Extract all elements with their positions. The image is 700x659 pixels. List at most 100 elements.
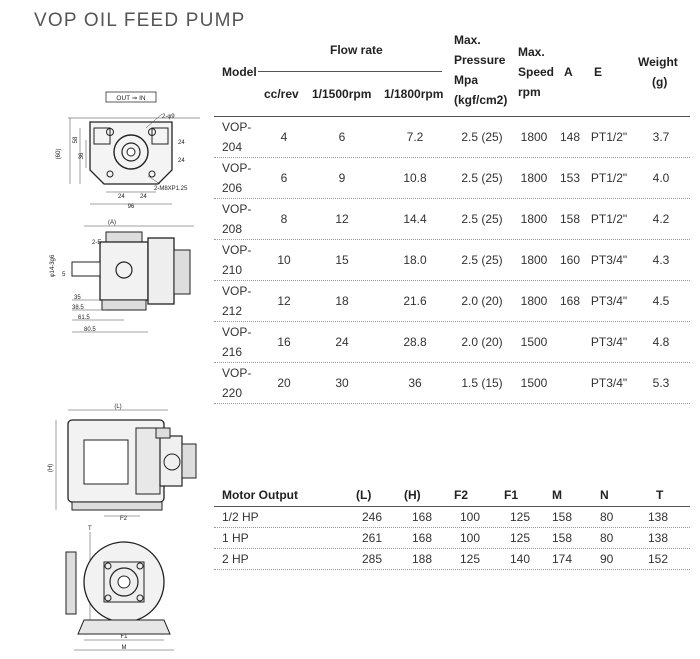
out-in-label: OUT ⇒ IN [116,95,145,102]
cell-l: 261 [362,531,383,545]
cell-cc-rev: 20 [277,376,291,390]
cell-1800rpm: 21.6 [403,294,427,308]
cell-cc-rev: 8 [280,212,288,226]
cell-a: 148 [559,130,581,144]
cell-1500rpm: 24 [335,335,349,349]
cell-n: 90 [600,552,614,566]
dim-615-label: 61.5 [78,315,90,321]
dim-l-label: (L) [114,404,121,410]
cell-t: 138 [648,510,669,524]
model-prefix: VOP- [222,325,252,339]
dim-5-label: 5 [62,272,66,278]
dim-96-label: 96 [128,204,135,208]
cell-m: 174 [552,552,573,566]
cell-1500rpm: 6 [338,130,346,144]
cell-pressure: 2.0 (20) [461,294,503,308]
pump-spec-table: Model Flow rate cc/rev 1/1500rpm 1/1800r… [214,28,690,404]
dim-58-label: 58 [73,136,79,143]
cell-speed: 1800 [520,294,548,308]
header-weight-2: (g) [652,75,668,89]
cell-a: 158 [559,212,581,226]
model-prefix: VOP- [222,161,252,175]
pump-table-header: Model Flow rate cc/rev 1/1500rpm 1/1800r… [214,28,690,117]
cell-output: 2 HP [222,552,249,566]
pump-side-view-drawing: (A) 2-E φ14-3g6 5 35 38.5 61.5 80.5 [50,220,194,333]
dim-24-bottom-right: 24 [140,194,147,200]
model-number: 216 [222,345,243,359]
cell-1500rpm: 15 [335,253,349,267]
cell-cc-rev: 16 [277,335,291,349]
cell-f2: 100 [460,510,481,524]
cell-speed: 1800 [520,130,548,144]
cell-weight: 4.5 [652,294,670,308]
cell-1500rpm: 9 [338,171,346,185]
cell-t: 138 [648,531,669,545]
motor-row: 1/2 HP 246 168 100 125 158 80 138 [214,507,690,528]
motor-spec-table: Motor Output (L) (H) F2 F1 M N T 1/2 HP … [214,484,690,570]
cell-n: 80 [600,531,614,545]
cell-cc-rev: 10 [277,253,291,267]
cell-1500rpm: 18 [335,294,349,308]
cell-cc-rev: 4 [280,130,288,144]
cell-1800rpm: 18.0 [403,253,427,267]
header-max-pressure-3: Mpa [454,73,478,87]
dim-36-label: 36 [79,152,85,159]
cell-f1: 125 [510,510,531,524]
cell-e: PT3/4" [590,335,628,349]
cell-h: 188 [412,552,433,566]
header-f1: F1 [504,488,519,502]
header-max-speed-2: Speed [518,65,555,79]
cell-e: PT1/2" [590,130,628,144]
cell-pressure: 2.5 (25) [461,130,503,144]
motor-table-header: Motor Output (L) (H) F2 F1 M N T [214,484,690,507]
cell-speed: 1800 [520,212,548,226]
pump-row: VOP- 216 16 24 28.8 2.0 (20) 1500 PT3/4"… [214,322,690,363]
cell-l: 246 [362,510,383,524]
dim-a-label: (A) [108,220,116,226]
cell-1800rpm: 14.4 [403,212,427,226]
cell-weight: 4.2 [652,212,670,226]
cell-f1: 125 [510,531,531,545]
pump-row: VOP- 220 20 30 36 1.5 (15) 1500 PT3/4" 5… [214,363,690,404]
dim-h-label: (H) [48,464,54,472]
model-prefix: VOP- [222,120,252,134]
flow-rate-divider [258,71,442,72]
hole-label-2: 2-M8XP1.25 [154,186,188,192]
model-number: 220 [222,386,243,400]
cell-h: 168 [412,531,433,545]
cell-a: 153 [559,171,581,185]
cell-l: 285 [362,552,383,566]
cell-pressure: 2.5 (25) [461,171,503,185]
pump-row: VOP- 210 10 15 18.0 2.5 (25) 1800 160 PT… [214,240,690,281]
dim-f1-label: F1 [120,634,128,640]
model-number: 208 [222,222,243,236]
pump-front-view-drawing: OUT ⇒ IN 2-φ9 2-M8XP1.25 (60) 58 36 24 2… [56,91,200,208]
header-max-speed-1: Max. [518,45,545,59]
header-1500rpm: 1/1500rpm [312,87,372,101]
cell-weight: 3.7 [652,130,670,144]
cell-m: 158 [552,510,573,524]
pump-row: VOP- 212 12 18 21.6 2.0 (20) 1800 168 PT… [214,281,690,322]
model-prefix: VOP- [222,202,252,216]
cell-a: 160 [559,253,581,267]
shaft-dim-label: φ14-3g6 [50,254,56,277]
pump-row: VOP- 208 8 12 14.4 2.5 (25) 1800 158 PT1… [214,199,690,240]
dim-35-label: 35 [74,295,81,301]
cell-1500rpm: 30 [335,376,349,390]
cell-1800rpm: 36 [408,376,422,390]
motor-pump-side-view-drawing: (L) (H) F2 [48,404,197,522]
cell-t: 152 [648,552,669,566]
dim-m-label: M [122,645,127,651]
cell-output: 1 HP [222,531,249,545]
cell-cc-rev: 12 [277,294,291,308]
cell-speed: 1500 [520,376,548,390]
cell-a: 168 [559,294,581,308]
pump-row: VOP- 206 6 9 10.8 2.5 (25) 1800 153 PT1/… [214,158,690,199]
header-1800rpm: 1/1800rpm [384,87,444,101]
cell-1800rpm: 7.2 [406,130,424,144]
header-cc-rev: cc/rev [264,87,299,101]
header-f2: F2 [454,488,469,502]
cell-1800rpm: 28.8 [403,335,427,349]
model-number: 210 [222,263,243,277]
cell-e: PT3/4" [590,294,628,308]
